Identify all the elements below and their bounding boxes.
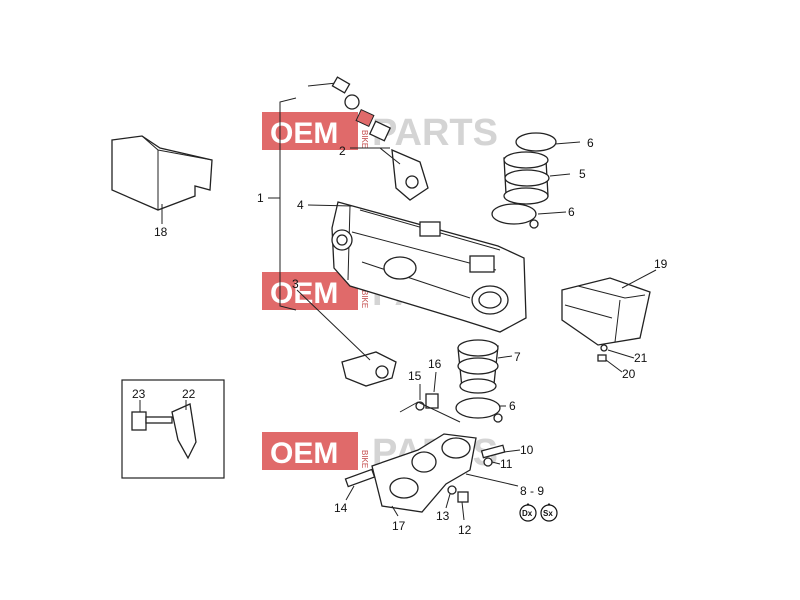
label-14: 14	[334, 501, 348, 515]
part-2-linkage	[307, 76, 429, 201]
label-10: 10	[520, 443, 534, 457]
label-6-bottom: 6	[509, 399, 516, 413]
label-15: 15	[408, 369, 422, 383]
callout-labels: 1 2 3 4 5 6 6 6 7 8 - 9 10 11 12 13 14 1…	[132, 136, 668, 537]
part-5-hose	[503, 132, 557, 205]
watermark-bike-text: BIKE	[360, 450, 369, 468]
label-21: 21	[634, 351, 648, 365]
label-13: 13	[436, 509, 450, 523]
label-19: 19	[654, 257, 668, 271]
watermark-oem-text: OEM	[270, 277, 338, 310]
label-18: 18	[154, 225, 168, 239]
part-7-hose	[457, 339, 499, 394]
label-8-9: 8 - 9	[520, 484, 544, 498]
label-17: 17	[392, 519, 406, 533]
watermark-top: OEM BIKE PARTS	[262, 112, 498, 154]
label-22: 22	[182, 387, 196, 401]
watermark-parts-text: PARTS	[372, 112, 498, 154]
badge-dx-text: Dx	[522, 509, 533, 518]
watermark-bike-text: BIKE	[360, 130, 369, 148]
label-6-mid: 6	[568, 205, 575, 219]
label-2: 2	[339, 144, 346, 158]
watermark-oem-box	[262, 432, 358, 470]
part-12-13-nuts	[447, 485, 469, 503]
part-19-box	[561, 277, 651, 346]
throttle-body-assembly	[331, 201, 527, 333]
label-11: 11	[500, 457, 513, 471]
badge-dx: Dx	[519, 503, 537, 522]
watermark-oem-text: OEM	[270, 437, 338, 470]
label-23: 23	[132, 387, 146, 401]
label-5: 5	[579, 167, 586, 181]
part-17-manifold	[371, 433, 477, 513]
inset-box	[121, 379, 225, 479]
badge-sx-text: Sx	[543, 509, 553, 518]
badge-sx: Sx	[540, 503, 558, 522]
part-20-21-screws	[597, 344, 608, 362]
watermark-oem-box	[262, 272, 358, 310]
watermark-oem-box	[262, 112, 358, 150]
label-16: 16	[428, 357, 442, 371]
leader-lines	[139, 97, 657, 521]
label-6-top: 6	[587, 136, 594, 150]
part-6-clamp-lower	[491, 203, 539, 229]
label-7: 7	[514, 350, 521, 364]
label-4: 4	[297, 198, 304, 212]
watermark-oem-text: OEM	[270, 117, 338, 150]
label-1: 1	[257, 191, 264, 205]
label-20: 20	[622, 367, 636, 381]
part-6-clamp-bottom	[455, 397, 503, 423]
label-3: 3	[292, 277, 299, 291]
part-15-16-fasteners	[415, 393, 439, 411]
part-18-cover	[111, 135, 213, 211]
part-3-sensor	[341, 351, 397, 387]
part-14-stud	[344, 468, 376, 488]
label-12: 12	[458, 523, 472, 537]
watermark-bike-text: BIKE	[360, 290, 369, 308]
